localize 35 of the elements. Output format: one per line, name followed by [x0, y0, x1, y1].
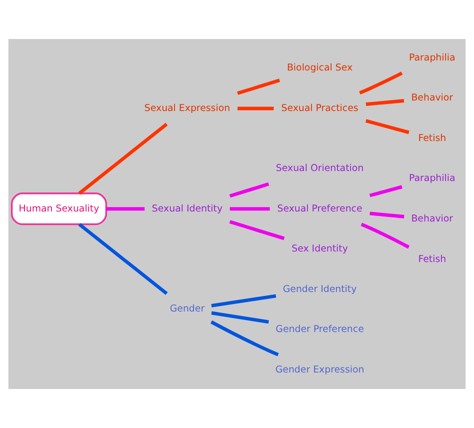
- node-text: Gender: [170, 304, 205, 315]
- connector: [360, 222, 410, 249]
- connector: [369, 185, 402, 198]
- node-text: Paraphilia: [409, 52, 456, 64]
- node-text: Behavior: [411, 92, 454, 104]
- connector: [359, 72, 403, 95]
- connector: [237, 78, 280, 95]
- connector: [238, 106, 274, 110]
- node-text: Sexual Identity: [152, 203, 223, 214]
- connector: [78, 222, 168, 295]
- node-text: Gender Preference: [276, 324, 364, 336]
- node-text: Sex Identity: [292, 244, 348, 255]
- connector: [230, 207, 270, 211]
- connector: [366, 119, 410, 134]
- node-box: Human Sexuality: [10, 192, 108, 226]
- node-text: Sexual Preference: [277, 203, 362, 214]
- connector: [106, 207, 145, 211]
- connector: [370, 212, 404, 218]
- connector: [211, 311, 269, 324]
- node-text: Sexual Orientation: [276, 162, 364, 174]
- node-text: Gender Expression: [275, 364, 364, 376]
- connector: [210, 320, 279, 356]
- node-text: Fetish: [418, 254, 446, 265]
- node-text: Sexual Practices: [281, 102, 358, 114]
- connector: [229, 220, 285, 240]
- connector: [211, 294, 276, 308]
- node-text: Behavior: [411, 214, 454, 225]
- connector: [78, 122, 168, 195]
- node-text: Biological Sex: [286, 62, 353, 74]
- node-text: Fetish: [418, 132, 446, 144]
- node-text: Sexual Expression: [144, 102, 230, 114]
- node-text: Paraphilia: [409, 173, 456, 184]
- connector: [229, 182, 270, 198]
- node-text: Gender Identity: [282, 284, 357, 295]
- connector: [366, 99, 404, 106]
